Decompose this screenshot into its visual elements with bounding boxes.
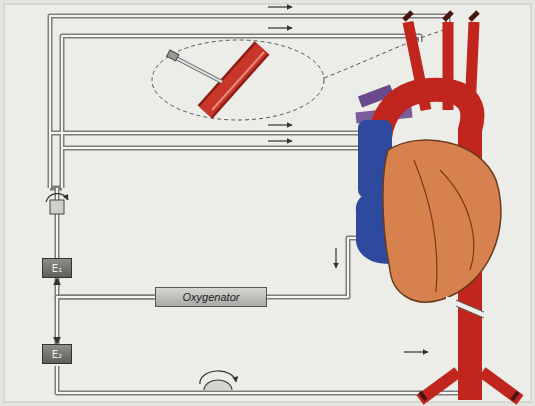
tube-connector [57,278,155,297]
tube-lumen [57,278,155,297]
node-label: E₁ [52,263,62,274]
pump-box: E₂ [42,344,72,364]
tube-connector [57,297,155,344]
node-label: E₂ [52,349,62,360]
heart-illustration [356,12,520,400]
oxygenator-box: Oxygenator [155,287,267,307]
background-panel [4,4,531,402]
node-label: Oxygenator [183,291,240,303]
pump-box: E₁ [42,258,72,278]
tube-lumen [57,297,155,344]
